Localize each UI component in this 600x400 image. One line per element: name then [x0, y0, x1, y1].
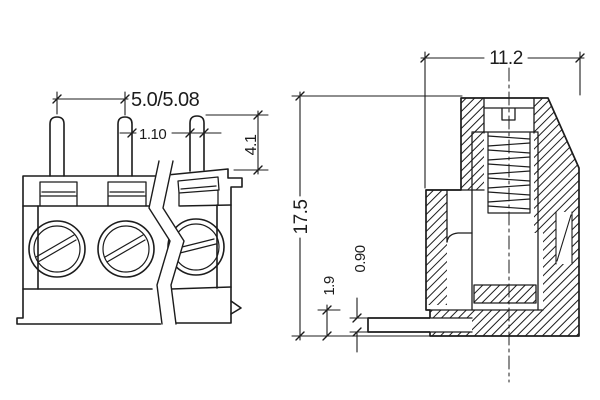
- front-pin-1: [49, 116, 65, 177]
- section-body-outline: [367, 97, 580, 337]
- front-pin-2: [117, 116, 133, 177]
- dim-pin-offset-label: 1.9: [321, 276, 338, 296]
- dim-pin-width-label: 1.10: [139, 126, 166, 143]
- section-view: [367, 67, 580, 383]
- front-view-dimensions: 5.0/5.08 1.10 4.1: [52, 89, 269, 175]
- front-screw-1: [28, 220, 86, 278]
- front-pin-3: [189, 115, 205, 172]
- front-pin-slot-1: [39, 181, 78, 207]
- break-line-right: [162, 160, 185, 325]
- front-side-tab: [230, 300, 242, 315]
- front-view: [16, 115, 243, 325]
- dim-pin-thickness-label: 0.90: [352, 245, 369, 272]
- dim-pitch-label: 5.0/5.08: [131, 89, 200, 111]
- break-line-left: [148, 160, 171, 325]
- section-clamp-cage: [471, 132, 539, 311]
- dim-body-width-label: 11.2: [489, 48, 523, 69]
- dim-pin-height-label: 4.1: [243, 134, 260, 155]
- section-screw-head: [471, 97, 539, 134]
- front-housing-outline-left: [16, 175, 163, 325]
- section-solder-pin: [429, 317, 473, 333]
- section-clamp-saddle: [473, 284, 537, 304]
- dim-body-height-label: 17.5: [291, 200, 312, 235]
- front-pin-slot-2: [107, 181, 147, 207]
- section-view-dimensions: 11.2 17.5 0.90 1.9: [291, 48, 585, 353]
- front-pin-slot-3: [177, 176, 220, 207]
- front-screw-2: [97, 220, 155, 278]
